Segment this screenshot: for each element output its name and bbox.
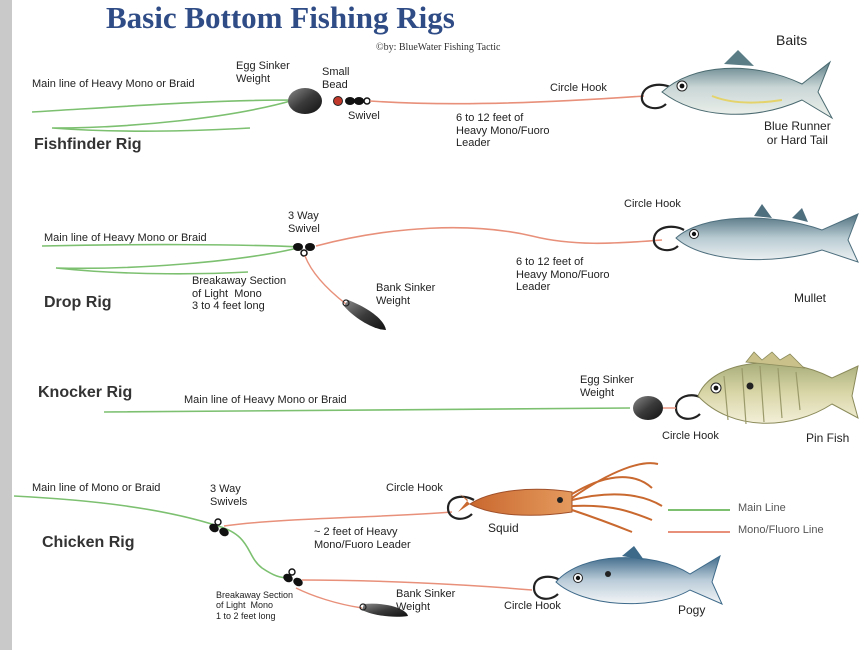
fishfinder-swivel-label: Swivel	[348, 110, 380, 123]
chicken-upper-leader	[224, 512, 452, 526]
knocker-rig-title: Knocker Rig	[38, 384, 132, 402]
chicken-leader-label: ~ 2 feet of Heavy Mono/Fuoro Leader	[314, 526, 411, 551]
legend	[668, 510, 730, 532]
knocker-egg-sinker-label: Egg Sinker Weight	[580, 374, 634, 399]
rig-illustrations	[12, 0, 859, 650]
pogy-fish-icon	[556, 546, 722, 604]
baits-header: Baits	[776, 32, 807, 48]
knocker-main-line-label: Main line of Heavy Mono or Braid	[184, 394, 347, 407]
diagram-canvas: Basic Bottom Fishing Rigs ©by: BlueWater…	[12, 0, 859, 650]
drop-circle-hook-label: Circle Hook	[624, 198, 681, 211]
chicken-swivels-label: 3 Way Swivels	[210, 483, 247, 508]
three-way-swivel-icon	[293, 243, 315, 256]
blue-runner-fish-icon	[662, 50, 832, 118]
drop-breakaway	[305, 256, 346, 304]
circle-hook-icon	[676, 395, 702, 419]
small-bead-icon	[334, 97, 343, 106]
fishfinder-small-bead-label: Small Bead	[322, 66, 350, 91]
drop-bank-sinker-label: Bank Sinker Weight	[376, 282, 435, 307]
chicken-bank-sinker-label: Bank Sinker Weight	[396, 588, 455, 613]
knocker-main-line	[104, 408, 630, 412]
mullet-fish-icon	[676, 204, 858, 262]
blue-runner-label: Blue Runner or Hard Tail	[764, 120, 831, 148]
fishfinder-main-line-label: Main line of Heavy Mono or Braid	[32, 78, 195, 91]
pin-fish-label: Pin Fish	[806, 432, 849, 446]
drop-swivel-label: 3 Way Swivel	[288, 210, 320, 235]
page-title: Basic Bottom Fishing Rigs	[106, 0, 455, 36]
three-way-swivel-icon	[282, 569, 305, 588]
chicken-breakaway-label: Breakaway Section of Light Mono 1 to 2 f…	[216, 590, 293, 621]
pogy-label: Pogy	[678, 604, 705, 618]
chicken-circle-hook-bottom-label: Circle Hook	[504, 600, 561, 613]
drop-leader	[316, 228, 662, 246]
fishfinder-leader	[370, 96, 644, 104]
squid-label: Squid	[488, 522, 519, 536]
chicken-rig-title: Chicken Rig	[42, 534, 134, 552]
circle-hook-icon	[448, 497, 474, 519]
drop-main-line	[42, 245, 302, 274]
knocker-circle-hook-label: Circle Hook	[662, 430, 719, 443]
chicken-breakaway	[296, 588, 362, 608]
fishfinder-rig-title: Fishfinder Rig	[34, 136, 142, 154]
chicken-circle-hook-top-label: Circle Hook	[386, 482, 443, 495]
legend-mono-line-label: Mono/Fluoro Line	[738, 524, 824, 537]
drop-leader-label: 6 to 12 feet of Heavy Mono/Fuoro Leader	[516, 256, 610, 294]
legend-main-line-label: Main Line	[738, 502, 786, 515]
mullet-label: Mullet	[794, 292, 826, 306]
fishfinder-leader-label: 6 to 12 feet of Heavy Mono/Fuoro Leader	[456, 112, 550, 150]
swivel-icon	[345, 97, 370, 105]
credit-line: ©by: BlueWater Fishing Tactic	[376, 42, 501, 54]
fishfinder-circle-hook-label: Circle Hook	[550, 82, 607, 95]
pin-fish-icon	[698, 352, 858, 424]
knocker-rig	[104, 352, 858, 424]
fishfinder-main-line	[32, 100, 294, 131]
circle-hook-icon	[534, 577, 560, 599]
drop-main-line-label: Main line of Heavy Mono or Braid	[44, 232, 207, 245]
egg-sinker-icon	[288, 88, 322, 114]
fishfinder-egg-sinker-label: Egg Sinker Weight	[236, 60, 290, 85]
drop-rig	[42, 204, 858, 330]
drop-rig-title: Drop Rig	[44, 294, 112, 312]
chicken-main-line-label: Main line of Mono or Braid	[32, 482, 160, 495]
drop-breakaway-label: Breakaway Section of Light Mono 3 to 4 f…	[192, 275, 286, 313]
egg-sinker-icon	[633, 396, 663, 420]
